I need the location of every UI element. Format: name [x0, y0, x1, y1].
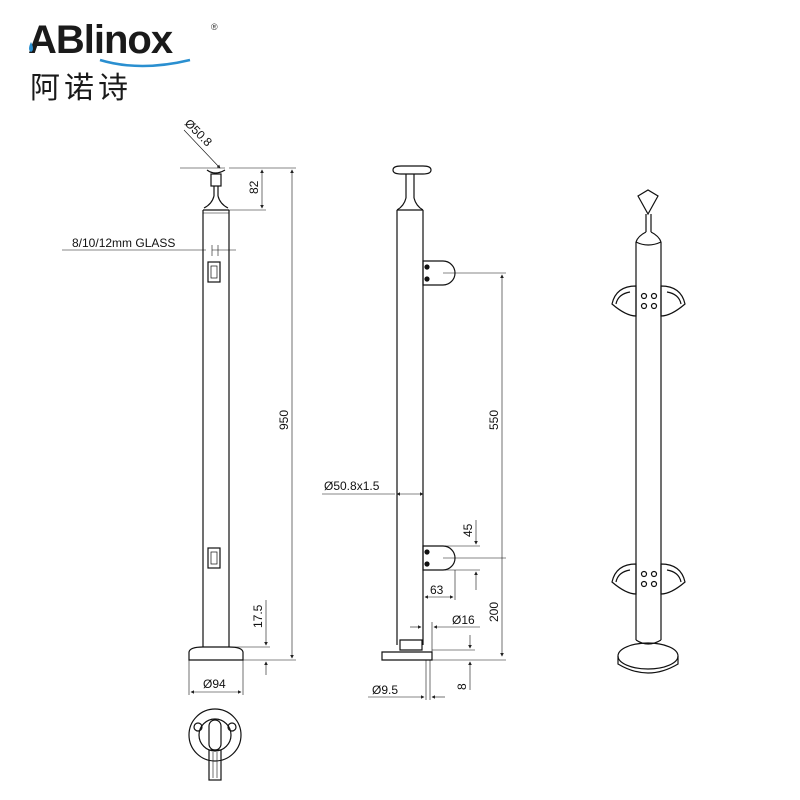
isometric-view [611, 189, 686, 674]
glass-thickness-label: 8/10/12mm GLASS [72, 236, 175, 250]
side-total-height-label: 950 [277, 410, 291, 430]
logo-brand-latin: ABlinox [28, 18, 173, 62]
clamp-spacing-label: 550 [487, 410, 501, 430]
base-plan-view [188, 708, 242, 781]
bottom-clamp-height-label: 200 [487, 602, 501, 622]
logo-brand-chinese: 阿诺诗 [30, 71, 132, 106]
hole-diameter-label: Ø9.5 [372, 683, 398, 697]
base-diameter-label: Ø94 [203, 677, 226, 691]
logo-accent-icon [29, 42, 191, 68]
front-view [322, 165, 506, 700]
side-bottom-offset-label: 17.5 [251, 604, 265, 628]
pin-diameter-label: Ø16 [452, 613, 475, 627]
side-view [62, 129, 296, 695]
side-top-height-label: 82 [247, 180, 261, 194]
base-thickness-label: 8 [455, 683, 469, 690]
clamp-height-label: 45 [461, 523, 475, 537]
brand-logo: ABlinox ® 阿诺诗 [28, 18, 218, 106]
logo-registered-mark: ® [211, 22, 218, 32]
clamp-depth-label: 63 [430, 583, 444, 597]
tube-spec-label: Ø50.8x1.5 [324, 479, 380, 493]
